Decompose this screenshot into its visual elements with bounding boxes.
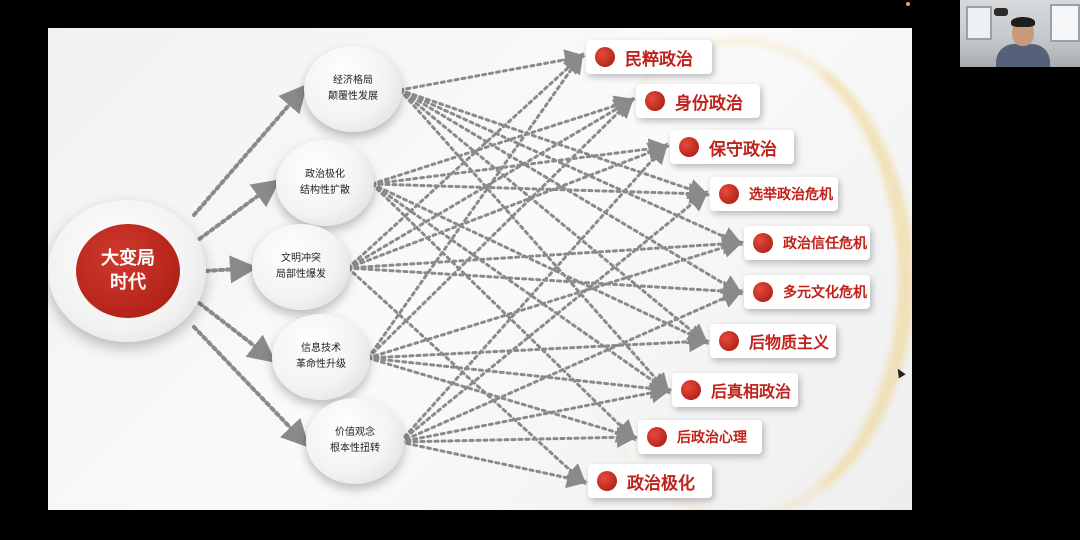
bullet-dot-icon — [681, 380, 701, 400]
effect-arrow — [366, 356, 638, 443]
cause-label-line2: 局部性爆发 — [276, 269, 326, 280]
cause-node-civilization: 文明冲突 局部性爆发 — [252, 224, 350, 310]
effect-label: 后真相政治 — [711, 382, 792, 401]
cause-label-line1: 政治极化 — [305, 169, 345, 180]
effect-label: 多元文化危机 — [783, 285, 867, 301]
background-window — [1050, 4, 1080, 42]
bullet-dot-icon — [753, 282, 773, 302]
center-title-line1: 大变局 — [101, 248, 155, 269]
effect-label: 身份政治 — [675, 93, 743, 114]
background-lamp — [994, 8, 1008, 16]
effect-arrow — [398, 190, 709, 444]
effect-conservative-politics: 保守政治 — [670, 130, 794, 164]
effect-arrow — [366, 237, 744, 360]
hub-arrow — [192, 179, 281, 245]
cause-label-line2: 革命性升级 — [296, 359, 346, 370]
participant-video-thumbnail[interactable] — [960, 0, 1080, 67]
effect-arrow — [398, 88, 709, 345]
effect-post-political-psychology: 后政治心理 — [638, 420, 762, 454]
hub-arrow — [192, 325, 310, 448]
effect-arrow — [370, 182, 710, 205]
recording-indicator-icon — [906, 2, 910, 6]
hub-arrow — [192, 297, 277, 363]
arrow-network — [192, 49, 744, 489]
cause-node-economy: 经济格局 颠覆性发展 — [304, 46, 402, 132]
effect-arrow — [398, 288, 744, 444]
effect-arrow — [366, 356, 672, 399]
effect-arrow — [370, 95, 636, 186]
effect-arrow — [366, 331, 710, 360]
presentation-slide: 大变局 时代 经济格局 颠覆性发展 政治极化 结构性扩散 文明冲突 局部性爆发 … — [48, 28, 912, 510]
effect-arrow — [398, 88, 670, 395]
effect-label: 政治信任危机 — [783, 236, 867, 252]
background-window — [966, 6, 992, 40]
bullet-dot-icon — [719, 331, 739, 351]
cause-node-values: 价值观念 根本性扭转 — [306, 398, 404, 484]
presenter-hair — [1011, 17, 1035, 27]
effect-label: 选举政治危机 — [749, 187, 833, 203]
effect-arrow — [398, 49, 586, 92]
bullet-dot-icon — [679, 137, 699, 157]
bullet-dot-icon — [647, 427, 667, 447]
bullet-dot-icon — [645, 91, 665, 111]
effect-arrow — [346, 266, 744, 302]
effect-post-materialism: 后物质主义 — [710, 324, 836, 358]
effect-label: 后政治心理 — [677, 430, 747, 446]
effect-arrow — [398, 382, 672, 444]
cause-label-line1: 经济格局 — [333, 75, 373, 86]
effect-polarization: 政治极化 — [588, 464, 712, 498]
presenter-body — [996, 44, 1050, 67]
effect-arrow — [346, 142, 670, 270]
cause-node-technology: 信息技术 革命性升级 — [272, 314, 370, 400]
effect-arrow — [370, 182, 671, 394]
bullet-dot-icon — [595, 47, 615, 67]
cause-label-line1: 价值观念 — [335, 427, 375, 438]
effect-arrow — [398, 142, 669, 444]
effect-identity-politics: 身份政治 — [636, 84, 760, 118]
hub-arrow — [192, 83, 308, 217]
cause-label-line1: 信息技术 — [301, 343, 341, 354]
bullet-dot-icon — [719, 184, 739, 204]
effect-arrow — [398, 88, 744, 247]
effect-arrow — [398, 88, 710, 200]
cause-label-line1: 文明冲突 — [281, 253, 321, 264]
effect-arrow — [370, 182, 637, 442]
center-hub: 大变局 时代 — [76, 224, 180, 318]
effect-label: 保守政治 — [709, 139, 777, 160]
effect-multicultural-crisis: 多元文化危机 — [744, 275, 870, 309]
center-title-line2: 时代 — [110, 272, 146, 293]
hub-arrow — [204, 255, 258, 284]
effect-arrow — [370, 138, 670, 186]
effect-populism: 民粹政治 — [586, 40, 712, 74]
effect-arrow — [370, 182, 710, 345]
cause-label-line2: 根本性扭转 — [330, 443, 380, 454]
effect-arrow — [366, 52, 584, 360]
cause-node-polarization: 政治极化 结构性扩散 — [276, 140, 374, 226]
effect-arrow — [398, 440, 588, 489]
effect-election-crisis: 选举政治危机 — [710, 177, 838, 211]
effect-arrow — [398, 426, 638, 448]
effect-arrow — [346, 233, 744, 270]
effect-arrow — [366, 96, 635, 360]
bullet-dot-icon — [597, 471, 617, 491]
effect-label: 政治极化 — [627, 473, 695, 494]
effect-arrow — [346, 266, 587, 486]
effect-label: 后物质主义 — [749, 333, 830, 352]
effect-label: 民粹政治 — [625, 49, 693, 70]
effect-arrow — [346, 52, 585, 270]
cause-label-line2: 结构性扩散 — [300, 185, 350, 196]
bullet-dot-icon — [753, 233, 773, 253]
effect-trust-crisis: 政治信任危机 — [744, 226, 870, 260]
effect-post-truth: 后真相政治 — [672, 373, 798, 407]
cause-label-line2: 颠覆性发展 — [328, 91, 378, 102]
